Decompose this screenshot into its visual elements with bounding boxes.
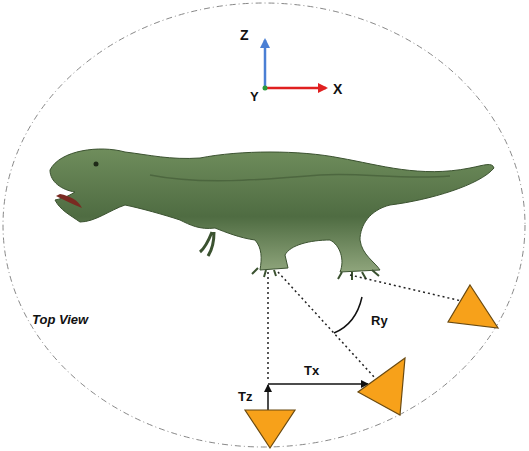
y-axis-dot xyxy=(263,86,268,91)
view-label: Top View xyxy=(32,313,88,326)
tz-arrow xyxy=(267,385,269,410)
camera-triangle xyxy=(448,285,498,328)
z-axis xyxy=(264,40,267,88)
motion-label: Tx xyxy=(304,364,319,377)
dinosaur xyxy=(50,149,494,280)
camera-triangle xyxy=(358,358,405,415)
dotted-line xyxy=(350,275,466,302)
axis-label: Z xyxy=(240,28,249,42)
axis-label: X xyxy=(333,82,342,96)
camera-triangle xyxy=(245,410,295,448)
x-axis xyxy=(265,87,326,90)
axis-label: Y xyxy=(250,90,259,103)
motion-label: Tz xyxy=(238,390,252,403)
dotted-line xyxy=(278,272,375,378)
rotation-arc xyxy=(334,297,362,333)
motion-label: Ry xyxy=(371,314,388,327)
tx-arrow xyxy=(268,383,368,385)
boundary-ellipse xyxy=(3,3,525,447)
dotted-line xyxy=(267,272,269,380)
